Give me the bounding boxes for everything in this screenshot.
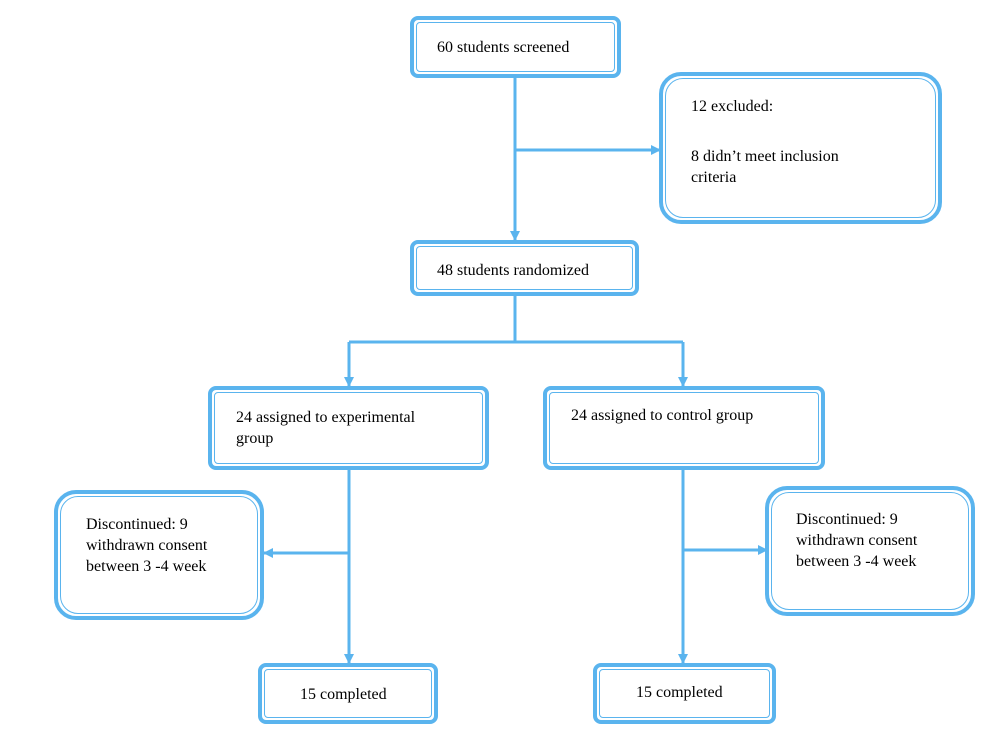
experimental-group-label: 24 assigned to experimental group [236, 409, 416, 447]
experimental-group-box [208, 386, 489, 470]
excluded-title: 12 excluded: [691, 98, 774, 115]
discontinued-experimental-box [54, 490, 264, 620]
completed-control-box [593, 663, 776, 724]
completed-experimental-label: 15 completed [300, 686, 387, 703]
control-group-label: 24 assigned to control group [571, 407, 754, 424]
discontinued-control-box [765, 486, 975, 616]
screened-box [410, 16, 621, 78]
excluded-box [659, 72, 942, 224]
completed-experimental-box [258, 663, 438, 724]
completed-control-label: 15 completed [636, 684, 723, 701]
excluded-reason: 8 didn’t meet inclusion criteria [691, 148, 839, 186]
randomized-box [410, 240, 639, 296]
control-group-box [543, 386, 825, 470]
discontinued-experimental-label: Discontinued: 9 withdrawn consent betwee… [86, 516, 208, 575]
screened-label: 60 students screened [437, 39, 570, 56]
discontinued-control-label: Discontinued: 9 withdrawn consent betwee… [796, 511, 918, 570]
randomized-label: 48 students randomized [437, 262, 589, 279]
